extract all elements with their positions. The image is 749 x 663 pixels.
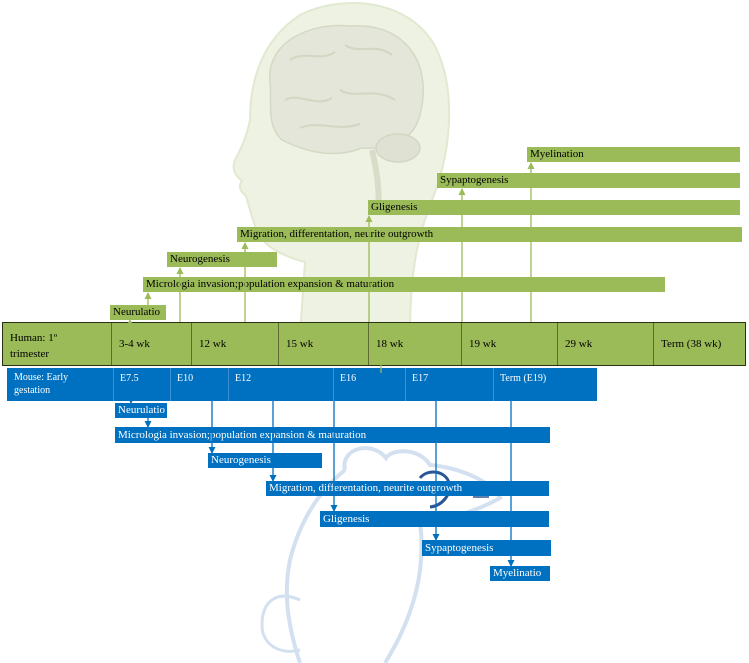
human-stage-29wk: 29 wk [557, 323, 653, 365]
mouse-stage-e17: E17 [405, 368, 493, 401]
human-timeline [2, 322, 746, 366]
human-timeline-label: Human: 1º trimester [10, 330, 57, 362]
brain-illustration [269, 24, 424, 216]
mouse-stage-e10: E10 [170, 368, 228, 401]
human-stage-19wk: 19 wk [461, 323, 557, 365]
human-process-microglia: Micrologia invasion;population expansion… [143, 277, 665, 292]
human-label-line1: Human: 1º [10, 332, 58, 344]
mouse-process-synaptogenesis: Sypaptogenesis [422, 540, 551, 556]
human-stage-15wk: 15 wk [278, 323, 368, 365]
human-process-myelination: Myelination [527, 147, 740, 162]
mouse-stage-e16: E16 [333, 368, 405, 401]
mouse-process-myelination: Myelinatio [490, 566, 550, 581]
human-stage-term: Term (38 wk) [653, 323, 745, 365]
mouse-label-line2: gestation [14, 385, 51, 396]
human-stage-12wk: 12 wk [191, 323, 278, 365]
human-process-gliogenesis: Gligenesis [368, 200, 740, 215]
human-process-synaptogenesis: Sypaptogenesis [437, 173, 740, 188]
mouse-label-line1: Mouse: Early [14, 372, 69, 383]
human-stage-18wk: 18 wk [368, 323, 461, 365]
mouse-process-microglia: Micrologia invasion;population expansion… [115, 427, 550, 443]
human-stage-3-4wk: 3-4 wk [111, 323, 191, 365]
mouse-process-neurulation: Neurulatio [115, 403, 167, 418]
mouse-stage-term: Term (E19) [493, 368, 597, 401]
mouse-stage-e7-5: E7.5 [113, 368, 170, 401]
mouse-timeline-label: Mouse: Early gestation [14, 371, 68, 397]
mouse-process-neurogenesis: Neurogenesis [208, 453, 322, 468]
mouse-process-migration: Migration, differentation, neurite outgr… [266, 481, 549, 496]
mouse-timeline [7, 368, 597, 401]
mouse-process-gliogenesis: Gligenesis [320, 511, 549, 527]
human-process-neurulation: Neurulatio [110, 305, 166, 320]
human-process-migration: Migration, differentation, neurite outgr… [237, 227, 742, 242]
human-label-line2: trimester [10, 348, 50, 360]
human-process-neurogenesis: Neurogenesis [167, 252, 277, 267]
mouse-stage-e12: E12 [228, 368, 333, 401]
